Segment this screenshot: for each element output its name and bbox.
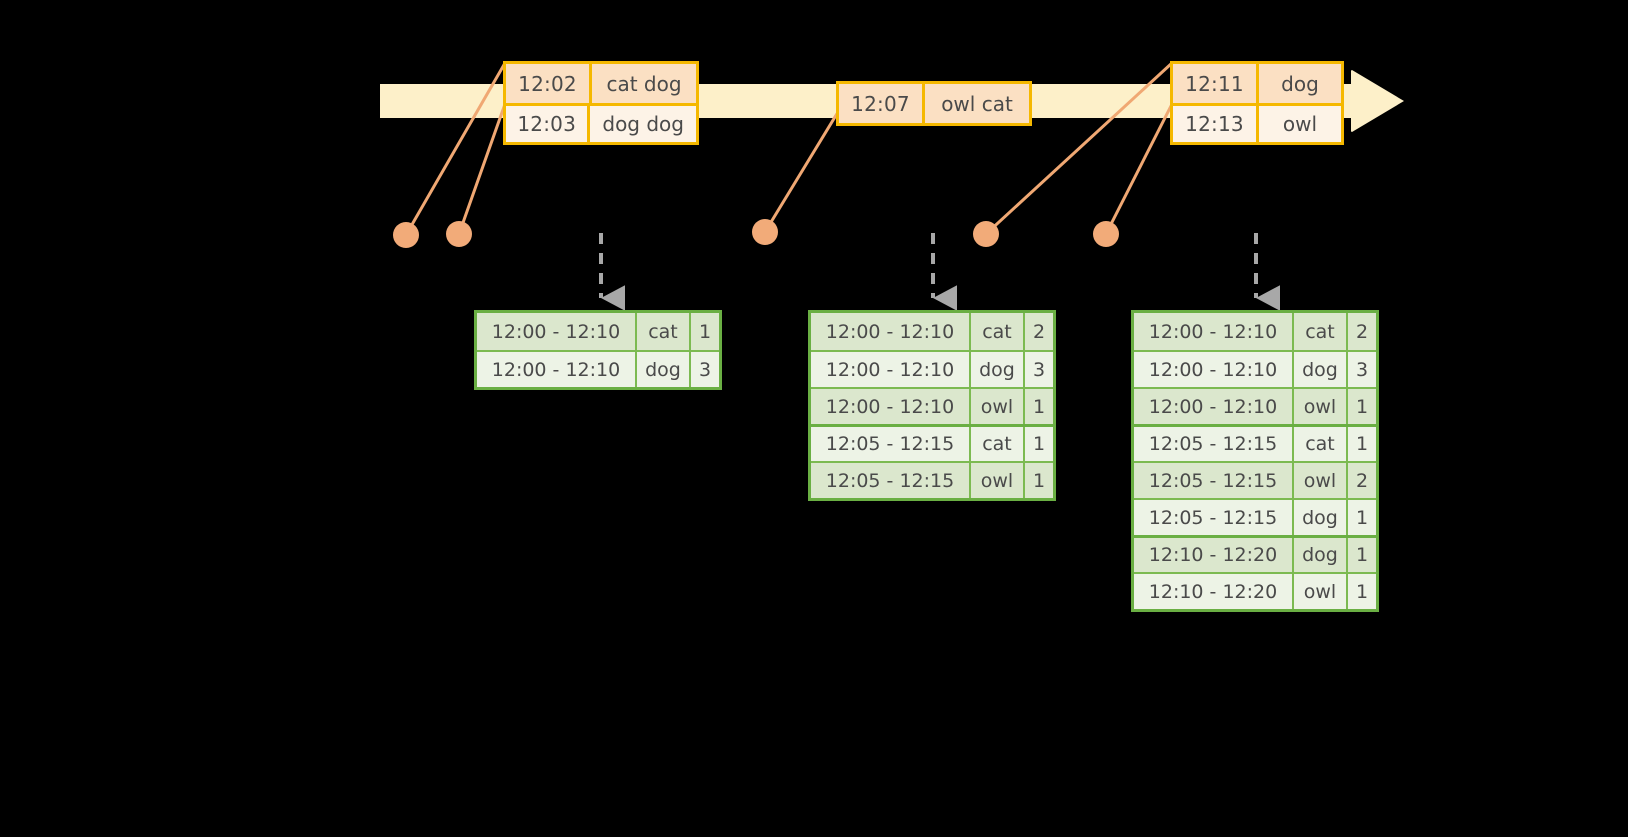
cell-key: dog <box>971 352 1025 387</box>
connector-line-12-07 <box>763 111 840 233</box>
cell-count: 2 <box>1355 320 1369 343</box>
event-time: 12:03 <box>506 106 591 142</box>
cell-key: cat <box>637 313 691 350</box>
cell-window: 12:00 - 12:10 <box>811 389 971 424</box>
cell-window: 12:00 - 12:10 <box>477 352 637 387</box>
cell-key: dog <box>1294 500 1348 535</box>
event-words: owl cat <box>941 91 1013 116</box>
dot-12-03 <box>446 221 472 247</box>
connector-line-12-02 <box>404 62 507 236</box>
timeline-arrowhead <box>1351 70 1403 132</box>
dot-12-13 <box>1093 221 1119 247</box>
event-row[interactable]: 12:03 dog dog <box>506 103 696 142</box>
connector-line-12-03 <box>457 103 507 235</box>
cell-count: 1 <box>1032 469 1046 492</box>
event-row[interactable]: 12:13 owl <box>1173 103 1341 142</box>
cell-key: cat <box>1294 427 1348 461</box>
cell-window: 12:05 - 12:15 <box>1134 500 1294 535</box>
cell-count: 1 <box>1032 395 1046 418</box>
event-row[interactable]: 12:07 owl cat <box>839 84 1029 123</box>
cell-window: 12:00 - 12:10 <box>1134 313 1294 350</box>
cell-key: dog <box>1294 538 1348 572</box>
cell-count: 1 <box>1355 544 1369 566</box>
cell-count: 2 <box>1355 469 1369 492</box>
event-time: 12:07 <box>839 84 925 123</box>
cell-window: 12:05 - 12:15 <box>1134 463 1294 498</box>
cell-count: 1 <box>1355 580 1369 603</box>
cell-count: 2 <box>1032 320 1046 343</box>
cell-window: 12:05 - 12:15 <box>1134 427 1294 461</box>
event-group-3[interactable]: 12:11 dog 12:13 owl <box>1170 61 1344 145</box>
cell-window: 12:00 - 12:10 <box>811 352 971 387</box>
dot-12-02 <box>393 222 419 248</box>
event-time: 12:11 <box>1173 64 1259 103</box>
cell-key: owl <box>1294 574 1348 609</box>
cell-window: 12:10 - 12:20 <box>1134 538 1294 572</box>
cell-key: dog <box>637 352 691 387</box>
event-row[interactable]: 12:11 dog <box>1173 64 1341 103</box>
cell-key: dog <box>1294 352 1348 387</box>
cell-window: 12:05 - 12:15 <box>811 427 971 461</box>
cell-window: 12:00 - 12:10 <box>477 313 637 350</box>
cell-window: 12:00 - 12:10 <box>1134 389 1294 424</box>
event-row[interactable]: 12:02 cat dog <box>506 64 696 103</box>
cell-count: 3 <box>1032 358 1046 381</box>
cell-window: 12:00 - 12:10 <box>811 313 971 350</box>
event-group-2[interactable]: 12:07 owl cat <box>836 81 1032 126</box>
cell-key: owl <box>1294 389 1348 424</box>
cell-window: 12:00 - 12:10 <box>1134 352 1294 387</box>
cell-key: owl <box>971 389 1025 424</box>
cell-key: cat <box>971 313 1025 350</box>
dot-12-07 <box>752 219 778 245</box>
cell-count: 1 <box>698 320 712 343</box>
cell-window: 12:05 - 12:15 <box>811 463 971 498</box>
cell-key: owl <box>1294 463 1348 498</box>
event-words: dog dog <box>602 112 684 136</box>
event-words: owl <box>1282 112 1318 136</box>
timeline-arrowhead-shape <box>1352 70 1404 132</box>
cell-key: owl <box>971 463 1025 498</box>
cell-count: 1 <box>1355 433 1369 455</box>
event-time: 12:13 <box>1173 106 1259 142</box>
cell-count: 3 <box>1355 358 1369 381</box>
event-words: cat dog <box>606 71 682 96</box>
event-group-1[interactable]: 12:02 cat dog 12:03 dog dog <box>503 61 699 145</box>
cell-window: 12:10 - 12:20 <box>1134 574 1294 609</box>
connector-line-12-13 <box>1104 103 1174 235</box>
cell-count: 1 <box>1032 433 1046 455</box>
dot-12-11 <box>973 221 999 247</box>
event-words: dog <box>1281 71 1319 96</box>
cell-key: cat <box>971 427 1025 461</box>
cell-count: 1 <box>1355 395 1369 418</box>
cell-count: 1 <box>1355 506 1369 529</box>
event-time: 12:02 <box>506 64 592 103</box>
cell-count: 3 <box>698 358 712 381</box>
cell-key: cat <box>1294 313 1348 350</box>
